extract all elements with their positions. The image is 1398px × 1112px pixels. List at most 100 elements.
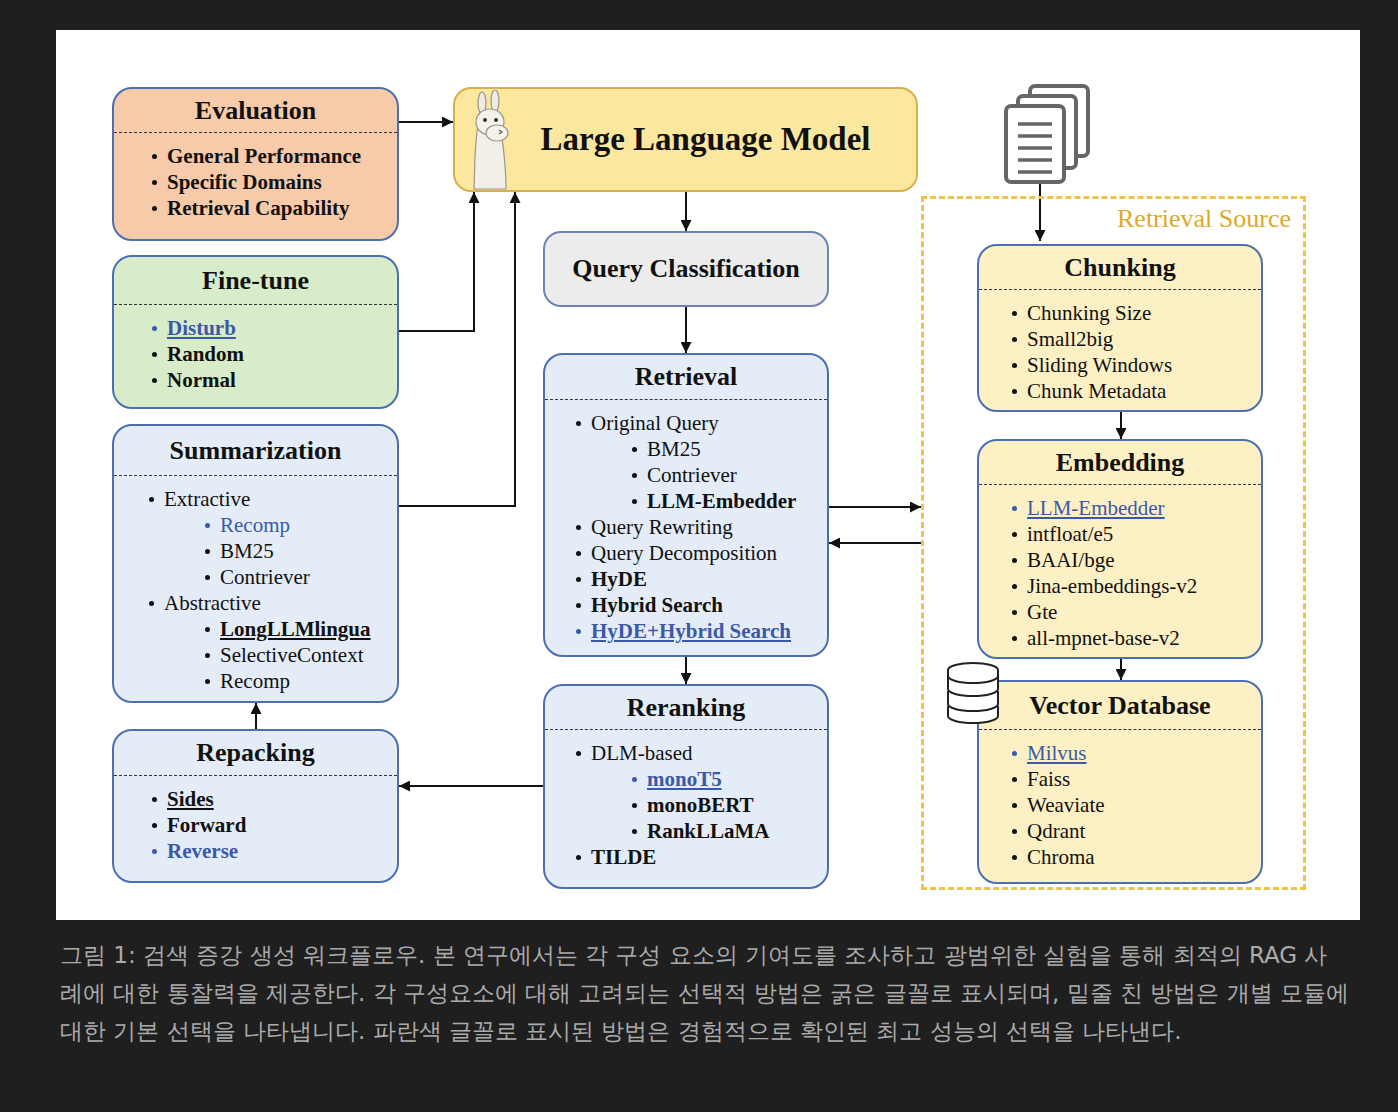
- list-item: BAAI/bge: [979, 547, 1261, 573]
- item-text: Faiss: [1027, 767, 1070, 791]
- flow-arrow: [399, 121, 453, 123]
- bullet-dot: [1012, 855, 1017, 860]
- flow-arrow: [685, 307, 687, 353]
- bullet-dot: [152, 154, 157, 159]
- heading-text: Fine-tune: [202, 266, 309, 296]
- item-text: Random: [167, 342, 244, 366]
- heading-text: Evaluation: [195, 96, 316, 126]
- list-item: Recomp: [114, 668, 397, 694]
- item-text: Qdrant: [1027, 819, 1085, 843]
- bullet-dot: [152, 849, 157, 854]
- document-arrow: [1039, 184, 1041, 241]
- list-item: HyDE+Hybrid Search: [545, 618, 827, 644]
- item-text: SelectiveContext: [220, 643, 363, 667]
- heading-text: Retrieval: [635, 362, 738, 392]
- bullet-dot: [1012, 829, 1017, 834]
- item-text: BM25: [220, 539, 274, 563]
- item-text: Query Decomposition: [591, 541, 777, 565]
- bullet-dot: [152, 180, 157, 185]
- list-item: Sides: [114, 786, 397, 812]
- list-item: Faiss: [979, 766, 1261, 792]
- box-body: ExtractiveRecompBM25ContrieverAbstractiv…: [114, 476, 397, 700]
- item-text: Gte: [1027, 600, 1057, 624]
- item-text: Small2big: [1027, 327, 1113, 351]
- box-body: General PerformanceSpecific DomainsRetri…: [114, 133, 397, 227]
- item-text: RankLLaMA: [647, 819, 770, 843]
- module-box: SummarizationExtractiveRecompBM25Contrie…: [112, 424, 399, 703]
- bullet-dot: [149, 497, 154, 502]
- box-title: Query Classification: [572, 254, 800, 284]
- item-text: LongLLMlingua: [220, 617, 371, 641]
- list-item: Recomp: [114, 512, 397, 538]
- bullet-dot: [205, 523, 210, 528]
- item-text: monoBERT: [647, 793, 754, 817]
- bullet-dot: [576, 421, 581, 426]
- bullet-dot: [1012, 777, 1017, 782]
- list-item: Contriever: [545, 462, 827, 488]
- heading-text: Repacking: [196, 738, 314, 768]
- item-text: Original Query: [591, 411, 719, 435]
- item-text: Milvus: [1027, 741, 1087, 765]
- module-box: RetrievalOriginal QueryBM25ContrieverLLM…: [543, 353, 829, 657]
- bullet-dot: [205, 575, 210, 580]
- region-label: Retrieval Source: [1117, 204, 1291, 234]
- page-lines: [1018, 124, 1052, 172]
- heading-text: Embedding: [1056, 448, 1185, 478]
- item-text: Query Rewriting: [591, 515, 733, 539]
- box-body: LLM-Embedderintfloat/e5BAAI/bgeJina-embe…: [979, 485, 1261, 657]
- bullet-dot: [1012, 363, 1017, 368]
- bullet-dot: [576, 577, 581, 582]
- bullet-dot: [632, 777, 637, 782]
- item-text: Contriever: [220, 565, 310, 589]
- item-text: all-mpnet-base-v2: [1027, 626, 1180, 650]
- item-text: Contriever: [647, 463, 737, 487]
- figure-caption: 그림 1: 검색 증강 생성 워크플로우. 본 연구에서는 각 구성 요소의 기…: [60, 936, 1350, 1050]
- module-box: Vector DatabaseMilvusFaissWeaviateQdrant…: [977, 680, 1263, 884]
- process-box: Large Language Model: [453, 87, 918, 192]
- bullet-dot: [1012, 751, 1017, 756]
- bullet-dot: [1012, 803, 1017, 808]
- bullet-dot: [1012, 584, 1017, 589]
- item-text: Chunk Metadata: [1027, 379, 1166, 403]
- bullet-dot: [1012, 389, 1017, 394]
- bullet-dot: [1012, 337, 1017, 342]
- list-item: LLM-Embedder: [545, 488, 827, 514]
- module-box: RerankingDLM-basedmonoT5monoBERTRankLLaM…: [543, 684, 829, 889]
- flow-arrow: [255, 703, 257, 729]
- bullet-dot: [576, 751, 581, 756]
- heading-text: Reranking: [627, 693, 745, 723]
- list-item: LongLLMlingua: [114, 616, 397, 642]
- bullet-dot: [152, 352, 157, 357]
- item-text: BAAI/bge: [1027, 548, 1115, 572]
- item-text: Chunking Size: [1027, 301, 1151, 325]
- list-item: Chunk Metadata: [979, 378, 1261, 404]
- item-text: Recomp: [220, 513, 290, 537]
- flow-arrow: [829, 506, 921, 508]
- list-item: Specific Domains: [114, 169, 397, 195]
- flow-arrow: [399, 192, 515, 506]
- box-body: Original QueryBM25ContrieverLLM-Embedder…: [545, 400, 827, 650]
- flow-arrow: [829, 542, 921, 544]
- list-item: LLM-Embedder: [979, 495, 1261, 521]
- bullet-dot: [1012, 532, 1017, 537]
- bullet-dot: [152, 326, 157, 331]
- box-title: Large Language Model: [541, 121, 871, 158]
- bullet-dot: [152, 823, 157, 828]
- module-box: RepackingSidesForwardReverse: [112, 729, 399, 883]
- bullet-dot: [205, 627, 210, 632]
- bullet-dot: [1012, 636, 1017, 641]
- bullet-dot: [632, 473, 637, 478]
- item-text: General Performance: [167, 144, 361, 168]
- list-item: Qdrant: [979, 818, 1261, 844]
- box-body: Chunking SizeSmall2bigSliding WindowsChu…: [979, 290, 1261, 410]
- box-heading: Chunking: [979, 246, 1261, 290]
- database-icon: [944, 658, 1002, 724]
- llama-illustration: [466, 90, 516, 190]
- box-body: DLM-basedmonoT5monoBERTRankLLaMATILDE: [545, 730, 827, 876]
- bullet-dot: [576, 629, 581, 634]
- flow-arrow: [685, 657, 687, 684]
- bullet-dot: [205, 679, 210, 684]
- list-item: all-mpnet-base-v2: [979, 625, 1261, 651]
- box-heading: Fine-tune: [114, 257, 397, 305]
- bullet-dot: [576, 551, 581, 556]
